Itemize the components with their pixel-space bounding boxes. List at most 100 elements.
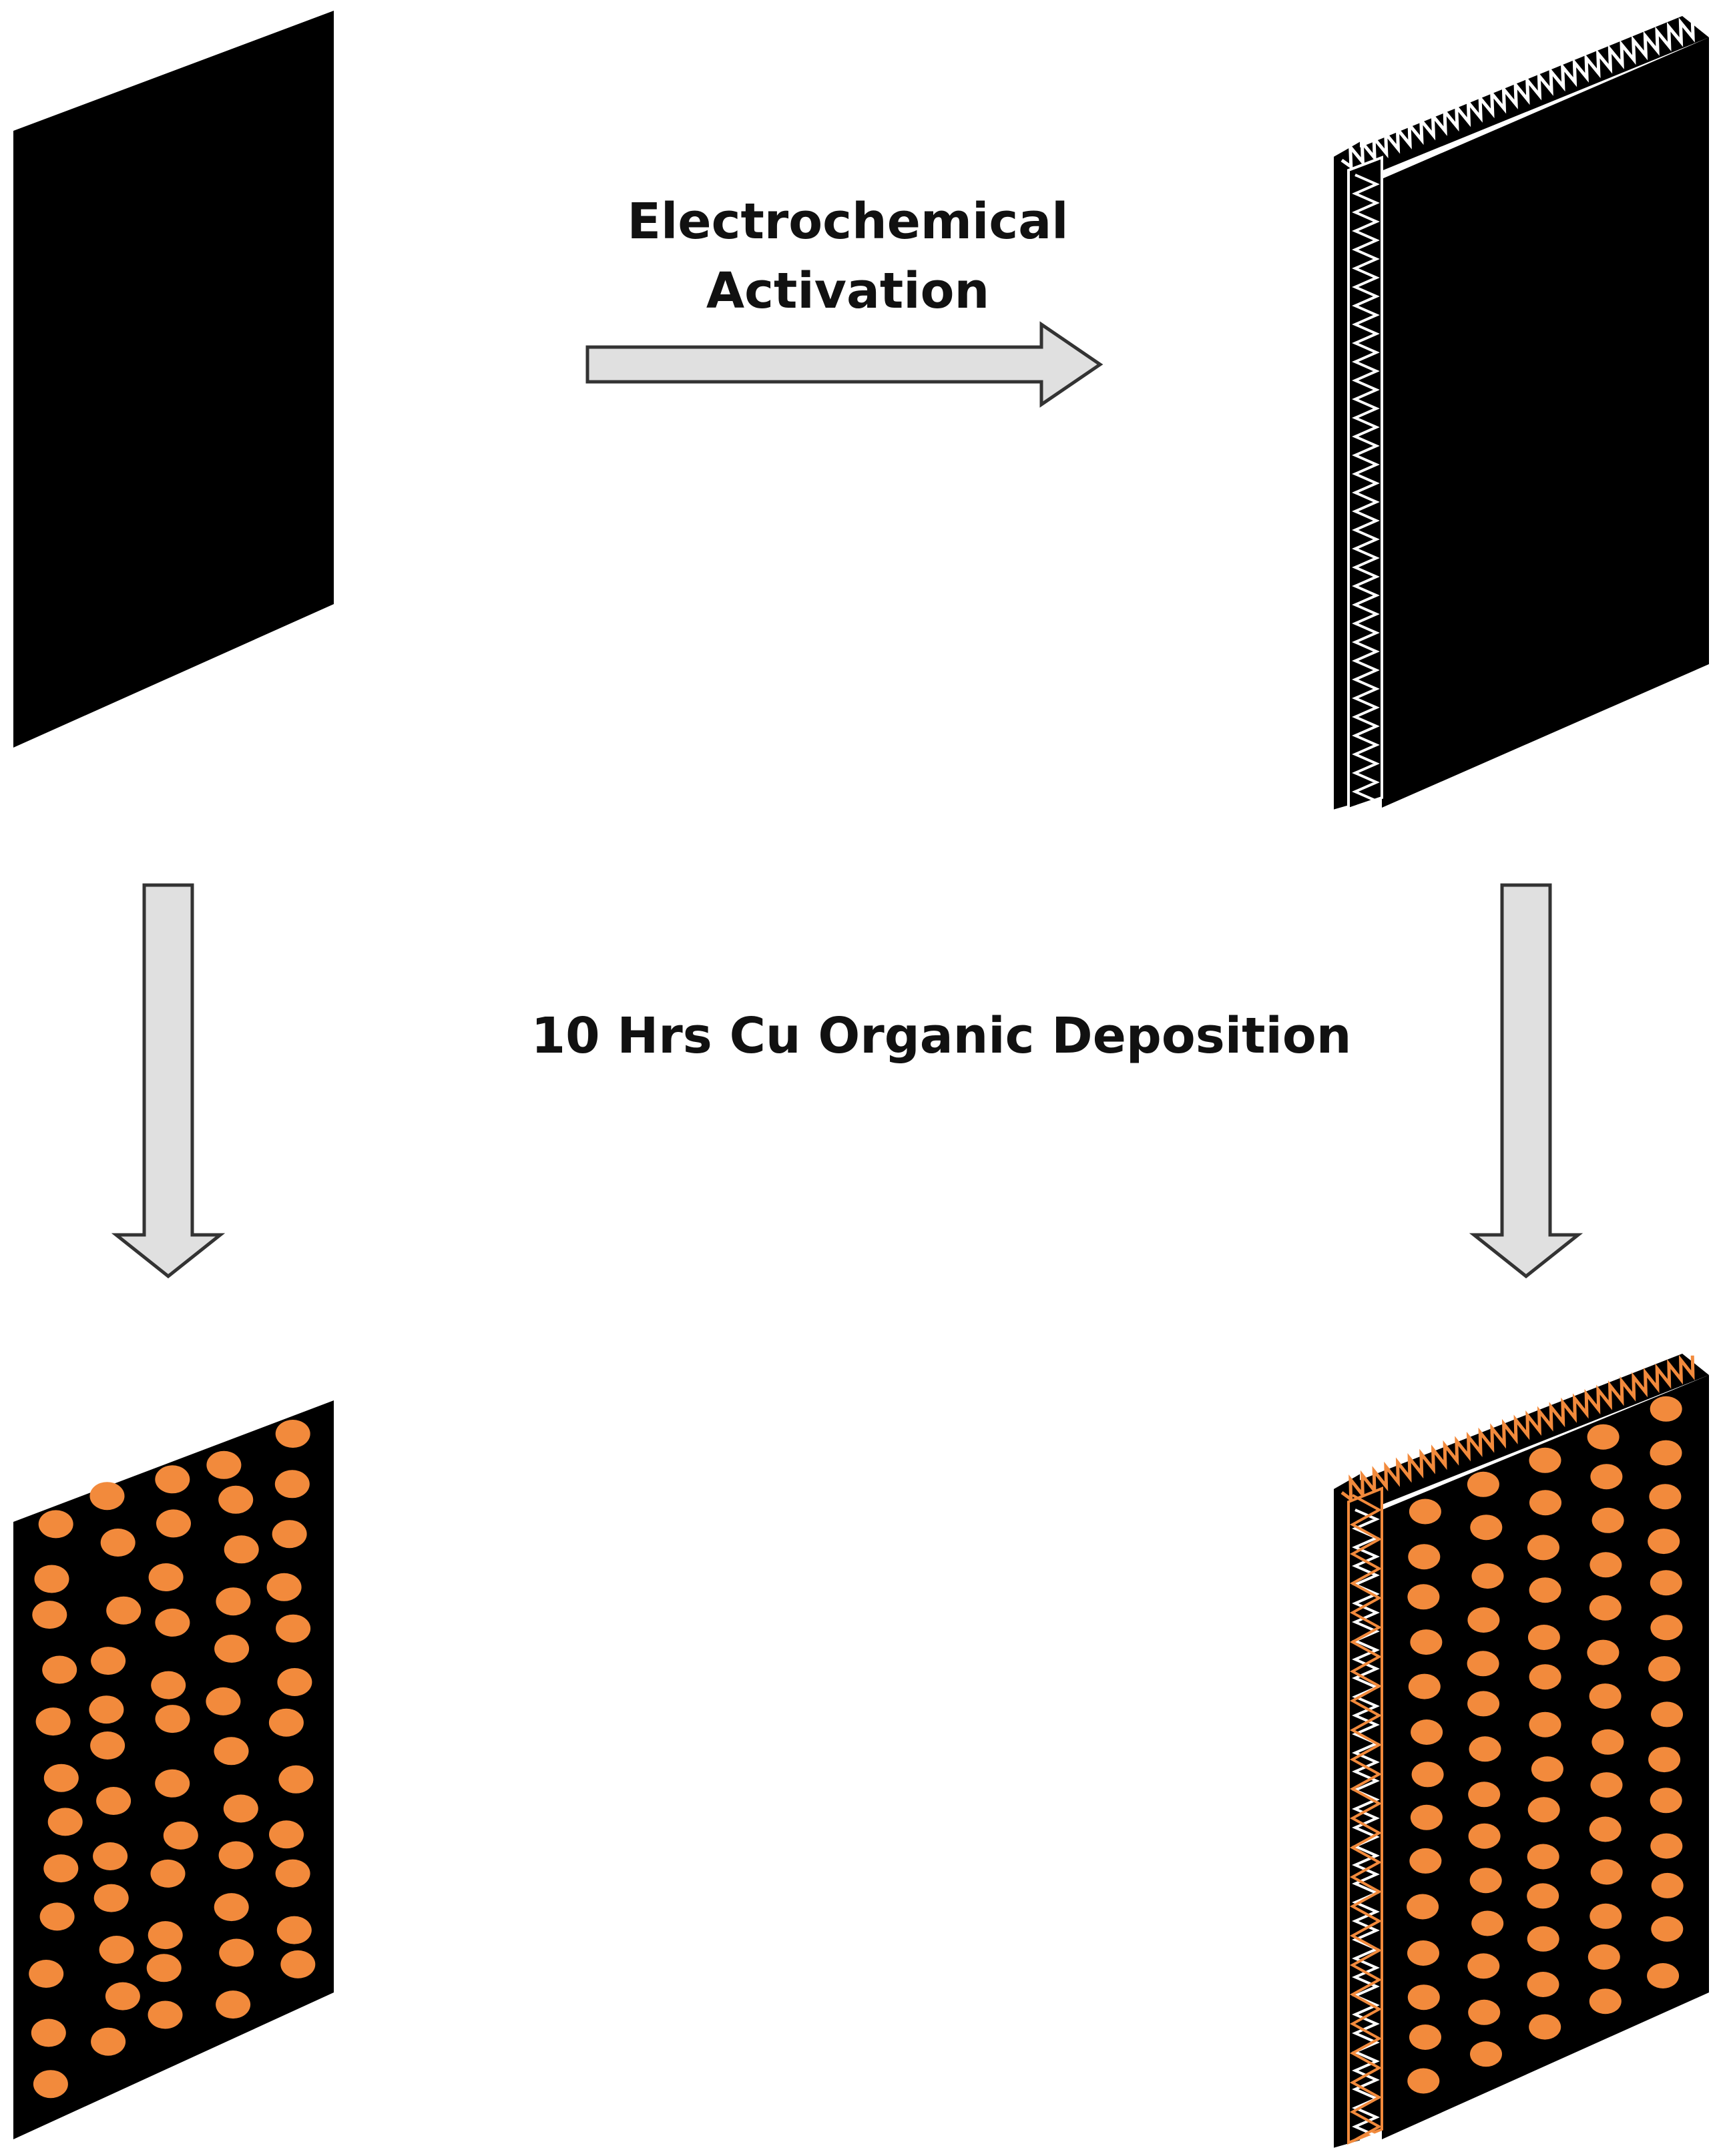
copper-dot	[280, 1950, 316, 1978]
copper-dot	[1648, 1529, 1680, 1555]
copper-dot	[275, 1420, 310, 1448]
copper-dot	[1407, 1940, 1439, 1966]
copper-dot	[1589, 1988, 1622, 2014]
copper-dot	[1527, 1972, 1559, 1997]
copper-dot	[29, 1960, 64, 1988]
copper-dot	[32, 1601, 67, 1629]
copper-dot	[155, 1608, 190, 1637]
copper-dot	[1471, 1563, 1504, 1589]
copper-dot	[33, 2070, 68, 2099]
copper-deposit-dots	[1407, 1396, 1684, 2094]
copper-dot	[89, 1695, 124, 1724]
copper-dot	[156, 1509, 191, 1538]
plate-face	[13, 11, 334, 748]
copper-dot	[151, 1671, 186, 1699]
copper-dot	[276, 1916, 312, 1944]
copper-dot	[1529, 1490, 1561, 1516]
copper-dot	[1589, 1903, 1622, 1929]
copper-dot	[274, 1470, 310, 1499]
copper-dot	[148, 2000, 183, 2029]
copper-deposit-dots	[29, 1420, 316, 2099]
copper-dot	[1467, 1691, 1500, 1717]
copper-dot	[216, 1587, 251, 1616]
copper-dot	[1590, 1859, 1623, 1885]
copper-dot	[214, 1737, 249, 1766]
copper-dot	[272, 1520, 307, 1549]
copper-dot	[1650, 1833, 1683, 1859]
copper-dot	[1527, 1844, 1559, 1870]
activated-top-edge-texture	[1340, 17, 1695, 170]
copper-dot	[106, 1596, 142, 1625]
copper-dot	[1410, 1629, 1443, 1655]
copper-dot	[1589, 1595, 1622, 1621]
copper-dot	[1470, 2041, 1502, 2067]
copper-dot	[1529, 1447, 1561, 1473]
copper-dot	[148, 1563, 184, 1591]
activated-side-edge-texture	[1352, 174, 1380, 802]
copper-dot	[216, 1990, 251, 2019]
copper-dot	[89, 1482, 125, 1511]
copper-dot	[268, 1708, 304, 1737]
copper-dot	[34, 1565, 69, 1593]
copper-dot	[39, 1902, 75, 1931]
copper-dot	[1587, 1639, 1620, 1665]
plate-face	[1382, 37, 1709, 808]
activation-label-line2: Activation	[706, 262, 990, 320]
activation-arrow	[585, 321, 1103, 408]
copper-dot	[1407, 2068, 1440, 2094]
copper-dot	[266, 1573, 302, 1601]
copper-dot	[1527, 1883, 1559, 1909]
copper-dot	[275, 1859, 310, 1888]
copper-dot	[1589, 1552, 1622, 1578]
plain-plate	[13, 11, 334, 748]
copper-dot	[31, 2018, 66, 2047]
copper-dot	[1587, 1944, 1620, 1970]
copper-dot	[1469, 1868, 1502, 1894]
copper-dot	[214, 1893, 249, 1922]
copper-dot	[1529, 1664, 1561, 1690]
copper-dot	[1407, 1584, 1440, 1610]
copper-dot	[47, 1808, 83, 1836]
copper-dot	[1649, 1484, 1682, 1510]
copper-dot	[155, 1705, 190, 1733]
copper-dot	[1587, 1424, 1620, 1450]
copper-dot	[1591, 1729, 1624, 1755]
copper-dot	[206, 1687, 241, 1715]
copper-dot	[1529, 1577, 1561, 1603]
copper-dot	[1529, 1711, 1561, 1737]
copper-dot	[1407, 1984, 1440, 2010]
copper-dot	[1650, 1396, 1682, 1422]
copper-dot	[99, 1936, 134, 1964]
copper-dot	[1468, 1999, 1501, 2025]
activated-side-strip	[1347, 156, 1383, 811]
copper-dot	[1409, 2025, 1441, 2050]
deposition-label: 10 Hrs Cu Organic Deposition	[531, 1007, 1352, 1065]
copper-dot	[1467, 1607, 1500, 1633]
copper-top-edge-texture	[1340, 1354, 1695, 1503]
copper-dot	[269, 1820, 304, 1849]
copper-dot	[91, 1647, 126, 1675]
copper-dot	[43, 1764, 79, 1792]
copper-dot	[1651, 1701, 1683, 1727]
copper-dot	[1467, 1953, 1500, 1979]
copper-dot	[1527, 1926, 1559, 1952]
copper-dot	[1467, 1471, 1499, 1497]
copper-dot	[1650, 1570, 1682, 1596]
copper-dot	[38, 1510, 73, 1539]
copper-dot	[1407, 1894, 1439, 1920]
copper-dot	[1648, 1656, 1681, 1682]
copper-dot	[219, 1938, 254, 1967]
copper-dot	[218, 1841, 254, 1870]
copper-dot	[1527, 1797, 1560, 1823]
plain-plate-cu-deposited	[13, 1400, 334, 2139]
copper-dot	[93, 1884, 129, 1912]
copper-dot	[1591, 1507, 1624, 1533]
copper-dot	[1408, 1673, 1441, 1699]
copper-dot	[1531, 1756, 1563, 1782]
copper-dot	[1589, 1683, 1622, 1709]
copper-dot	[1527, 1625, 1560, 1650]
deposition-arrow-right	[1469, 883, 1583, 1279]
copper-dot	[1589, 1816, 1622, 1842]
activation-label: Electrochemical Activation	[547, 187, 1148, 326]
